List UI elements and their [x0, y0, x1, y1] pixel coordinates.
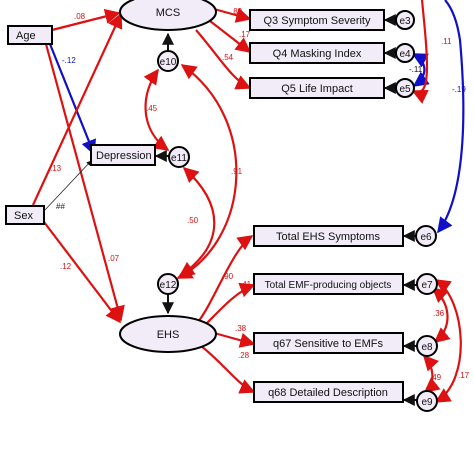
cov-e4-e5	[411, 53, 430, 87]
error-e7-label: e7	[421, 280, 433, 291]
indicator-q5-label: Q5 Life Impact	[281, 83, 353, 95]
coef-age-mcs: .08	[74, 12, 86, 21]
observed-depression	[90, 144, 156, 166]
indicator-q3	[249, 9, 385, 31]
path-mcs-q3	[213, 7, 252, 23]
error-e12	[157, 273, 179, 295]
observed-sex	[5, 205, 45, 225]
path-age-ehs	[44, 43, 125, 322]
coef-mcs-q4: .17	[239, 30, 251, 39]
error-e7	[416, 273, 438, 295]
path-sex-depression	[43, 160, 92, 212]
cov-right-top	[411, 0, 429, 104]
error-e11	[168, 146, 190, 168]
indicator-q3-label: Q3 Symptom Severity	[264, 15, 371, 27]
indicator-q4-label: Q4 Masking Index	[273, 48, 362, 60]
indicator-total-ehs	[253, 225, 404, 247]
coef-right-negative: -.19	[452, 85, 466, 94]
coef-e7-e8: .36	[433, 309, 445, 318]
coef-e11-e12: .50	[187, 216, 199, 225]
coef-mcs-q3: .89	[231, 7, 243, 16]
path-ehs-total-ehs	[197, 235, 254, 323]
latent-ehs	[119, 315, 217, 353]
error-e4	[395, 43, 415, 63]
coef-ehs-total-ehs: .90	[222, 272, 234, 281]
cov-right-negative	[437, 0, 465, 234]
coef-age-ehs: .07	[108, 254, 120, 263]
path-mcs-q5	[195, 29, 252, 90]
coef-ehs-total-emf: .41	[240, 280, 252, 289]
error-e3	[395, 10, 415, 30]
error-e5-label: e5	[399, 84, 411, 95]
error-e5	[395, 78, 415, 98]
path-sex-ehs	[43, 221, 121, 324]
path-ehs-total-emf	[205, 282, 256, 325]
error-e3-label: e3	[399, 16, 411, 27]
indicator-q5	[249, 77, 385, 99]
coef-e10-e11: .45	[146, 104, 158, 113]
cov-e8-e9	[422, 354, 441, 393]
indicator-q67-label: q67 Sensitive to EMFs	[273, 338, 384, 350]
error-e11-label: e11	[171, 153, 187, 164]
path-sex-mcs	[32, 12, 123, 206]
indicator-total-ehs-label: Total EHS Symptoms	[276, 231, 380, 243]
coef-e8-e9: .49	[430, 373, 442, 382]
indicator-q68	[253, 381, 404, 403]
latent-mcs	[119, 0, 217, 31]
indicator-q68-label: q68 Detailed Description	[268, 387, 388, 399]
indicator-total-emf-label: Total EMF-producing objects	[265, 280, 392, 291]
coef-e10-e12: .91	[231, 167, 243, 176]
indicator-q67	[253, 332, 404, 354]
error-e10-label: e10	[160, 57, 177, 68]
path-ehs-q68	[200, 345, 256, 394]
coef-mcs-q5: .54	[222, 53, 234, 62]
coef-e7-e9: .17	[458, 371, 470, 380]
error-e4-label: e4	[399, 49, 411, 60]
path-ehs-q67	[213, 331, 256, 348]
indicator-q4	[249, 42, 385, 64]
indicator-total-emf	[253, 273, 404, 295]
error-e6-label: e6	[420, 232, 432, 243]
coef-sex-depression: ##	[56, 202, 65, 211]
cov-e11-e12	[178, 166, 216, 277]
error-e9	[416, 390, 438, 412]
coef-e4-e5: -.11	[409, 65, 423, 74]
path-mcs-q4	[209, 20, 252, 53]
coef-right-top: .11	[441, 37, 452, 46]
cov-e10-e11	[143, 68, 170, 151]
error-e10	[157, 50, 179, 72]
observed-sex-label: Sex	[14, 210, 33, 222]
coef-ehs-q68: .28	[238, 351, 250, 360]
path-age-depression	[48, 43, 97, 156]
path-age-mcs	[51, 8, 121, 32]
observed-age	[7, 25, 53, 45]
coef-sex-mcs: .13	[50, 164, 62, 173]
error-e8	[416, 335, 438, 357]
coef-ehs-q67: .38	[235, 324, 247, 333]
observed-depression-label: Depression	[96, 150, 152, 162]
coef-sex-ehs: .12	[60, 262, 72, 271]
latent-ehs-label: EHS	[157, 329, 180, 341]
cov-e10-e12	[176, 64, 238, 279]
observed-age-label: Age	[16, 30, 36, 42]
error-e9-label: e9	[421, 397, 433, 408]
error-e12-label: e12	[160, 280, 177, 291]
cov-e7-e9	[434, 279, 462, 403]
latent-mcs-label: MCS	[156, 7, 180, 19]
error-e8-label: e8	[421, 342, 433, 353]
error-e6	[415, 225, 437, 247]
coef-age-depression: -.12	[62, 56, 76, 65]
